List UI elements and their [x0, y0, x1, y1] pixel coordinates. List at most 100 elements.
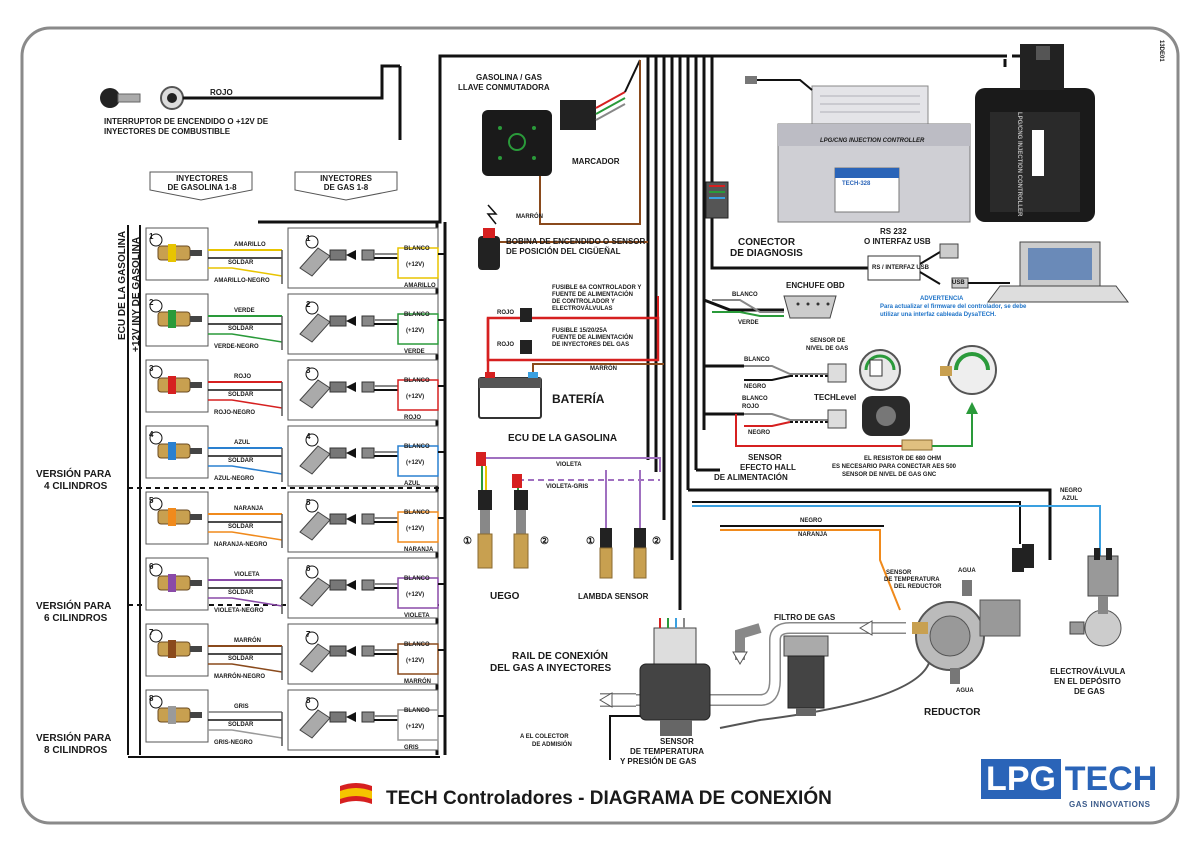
gas-injector-number: 5: [306, 498, 311, 507]
gas-blanco-label: BLANCO: [404, 378, 430, 384]
petrol-wire-color: GRIS: [234, 704, 249, 710]
gas-wire-color: VIOLETA: [404, 613, 430, 619]
rs232-label-2: O INTERFAZ USB: [864, 237, 931, 246]
gas-wire-color: AMARILLO: [404, 283, 436, 289]
colector-label-2: DE ADMISIÓN: [532, 742, 572, 748]
v8-label-2: 8 CILINDROS: [44, 745, 108, 756]
gas-injector-number: 4: [306, 432, 311, 441]
reducer-naranja: NARANJA: [798, 532, 828, 538]
gas-wire-color: VERDE: [404, 349, 425, 355]
reducer-agua-2: AGUA: [956, 688, 974, 694]
petrol-wire-neg: VIOLETA-NEGRO: [214, 608, 264, 614]
soldar-label: SOLDAR: [228, 656, 254, 662]
lambda-sensors: [476, 452, 661, 579]
gas-plus12-label: (+12V): [406, 592, 425, 598]
gas-injector-number: 2: [306, 300, 311, 309]
v4-label-1: VERSIÓN PARA: [36, 469, 112, 480]
soldar-label: SOLDAR: [228, 458, 254, 464]
petrol-wire-neg: AZUL-NEGRO: [214, 476, 254, 482]
petrol-wire-color: VIOLETA: [234, 572, 260, 578]
fuse-rojo-2: ROJO: [497, 342, 515, 348]
petrol-injector-number: 2: [149, 298, 154, 307]
soldar-label: SOLDAR: [228, 260, 254, 266]
reducer: [720, 525, 1034, 684]
resistor-label-1: EL RESISTOR DE 680 OHM: [864, 456, 942, 462]
colector-label-1: A EL COLECTOR: [520, 734, 569, 740]
v8-label-1: VERSIÓN PARA: [36, 733, 112, 744]
level-sensor-1: SENSOR DE: [810, 338, 846, 344]
fuse2-l1: FUSIBLE 15/20/25A: [552, 328, 608, 334]
gas-blanco-label: BLANCO: [404, 576, 430, 582]
gas-blanco-label: BLANCO: [404, 642, 430, 648]
petrol-injector-number: 6: [149, 562, 154, 571]
reducer-temp-3: DEL REDUCTOR: [894, 584, 942, 590]
gas-header-2: DE GAS 1-8: [323, 183, 369, 192]
petrol-wire-color: AMARILLO: [234, 242, 266, 248]
fuse1-l2: FUENTE DE ALIMENTACIÓN: [552, 292, 633, 298]
gas-injector-number: 8: [306, 696, 311, 705]
switch-marker-label: MARCADOR: [572, 157, 620, 166]
advert-line-2: utilizar una interfaz cableada DysaTECH.: [880, 312, 997, 318]
fuse1-l1: FUSIBLE 6A CONTROLADOR Y: [552, 285, 642, 291]
lpgtech-logo: LPG TECH GAS INNOVATIONS: [973, 754, 1163, 814]
rail-label-1: RAIL DE CONEXIÓN: [512, 651, 608, 662]
page-title: TECH Controladores - DIAGRAMA DE CONEXIÓ…: [386, 788, 832, 809]
coil-label-2: DE POSICIÓN DEL CIGÜEÑAL: [506, 247, 621, 256]
switch-title-2: LLAVE CONMUTADORA: [458, 83, 550, 92]
gas-blanco-label: BLANCO: [404, 246, 430, 252]
petrol-injector-number: 1: [149, 232, 154, 241]
level-sensors: [735, 345, 997, 451]
fuse2-l2: FUENTE DE ALIMENTACIÓN: [552, 335, 633, 341]
hall-label-1: SENSOR: [748, 453, 782, 462]
obd-verde: VERDE: [738, 320, 759, 326]
reducer-temp-1: SENSOR: [886, 570, 912, 576]
spain-flag-icon: [340, 783, 372, 804]
valve-azul: AZUL: [1062, 496, 1078, 502]
side-controller: [975, 44, 1095, 222]
gas-blanco-label: BLANCO: [404, 444, 430, 450]
plus12-vertical-label: +12V INY DE GASOLINA: [131, 236, 142, 352]
reducer-label: REDUCTOR: [924, 707, 981, 718]
ignition-label-2: INYECTORES DE COMBUSTIBLE: [104, 127, 231, 136]
tank-electrovalve: [692, 501, 1122, 647]
petrol-injector-number: 7: [149, 628, 154, 637]
petrol-wire-neg: ROJO-NEGRO: [214, 410, 256, 416]
rail-pressure-sensor: [639, 618, 711, 736]
soldar-label: SOLDAR: [228, 524, 254, 530]
gas-plus12-label: (+12V): [406, 328, 425, 334]
gas-wire-color: NARANJA: [404, 547, 434, 553]
rail-label-2: DEL GAS A INYECTORES: [490, 663, 612, 674]
ignition-key: [100, 86, 380, 110]
level-blanco: BLANCO: [744, 357, 770, 363]
hall-label-3: DE ALIMENTACIÓN: [714, 473, 788, 482]
reducer-temp-2: DE TEMPERATURA: [884, 577, 940, 583]
pet-header-1: INYECTORES: [176, 174, 228, 183]
diag-label-1: CONECTOR: [738, 237, 796, 248]
ignition-wire-label: ROJO: [210, 88, 233, 97]
rail-sensor-1: SENSOR: [660, 737, 694, 746]
level-blanco-2: BLANCO: [742, 396, 768, 402]
level-negro: NEGRO: [744, 384, 767, 390]
resistor-label-2: ES NECESARIO PARA CONECTAR AES 500: [832, 464, 957, 470]
pet-header-2: DE GASOLINA 1-8: [167, 183, 237, 192]
gas-wire-color: GRIS: [404, 745, 419, 751]
ignition-label-1: INTERRUPTOR DE ENCENDIDO O +12V DE: [104, 117, 269, 126]
gas-wire-color: MARRÓN: [404, 679, 431, 685]
gas-plus12-label: (+12V): [406, 526, 425, 532]
gas-blanco-label: BLANCO: [404, 708, 430, 714]
logo-sub: GAS INNOVATIONS: [1069, 800, 1151, 809]
gas-wire-color: ROJO: [404, 415, 422, 421]
petrol-wire-color: VERDE: [234, 308, 255, 314]
gas-plus12-label: (+12V): [406, 658, 425, 664]
petrol-wire-neg: AMARILLO-NEGRO: [214, 278, 270, 284]
soldar-label: SOLDAR: [228, 326, 254, 332]
gas-plus12-label: (+12V): [406, 394, 425, 400]
petrol-wire-color: AZUL: [234, 440, 250, 446]
soldar-label: SOLDAR: [228, 590, 254, 596]
gas-pipes: [600, 622, 931, 760]
fuses-battery: [478, 296, 664, 419]
fuse-rojo-1: ROJO: [497, 310, 515, 316]
flow-arrow-down: [732, 651, 748, 665]
techlevel-label: TECHLevel: [814, 393, 857, 402]
